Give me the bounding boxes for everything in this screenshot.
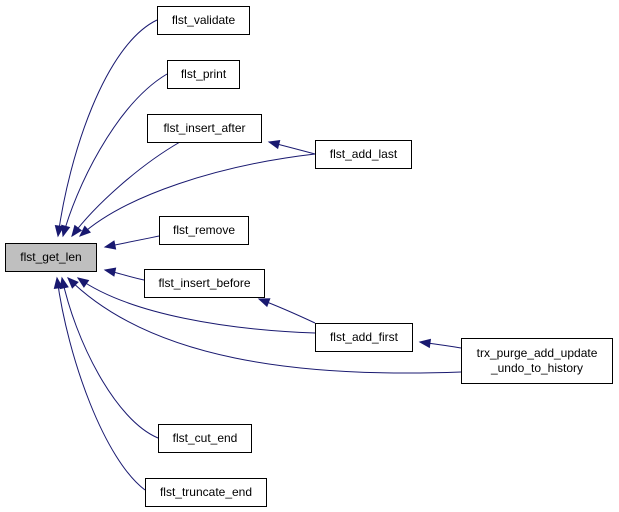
- node-box: [145, 478, 267, 507]
- node-label: _undo_to_history: [490, 361, 583, 375]
- node-insert_after[interactable]: flst_insert_after: [147, 114, 262, 143]
- edge-trx_purge-to-root: [67, 277, 462, 374]
- arrowhead: [67, 277, 79, 289]
- node-label: flst_validate: [172, 13, 236, 27]
- edge-trx_purge-to-add_first: [418, 338, 462, 349]
- node-label: flst_insert_after: [163, 121, 245, 135]
- node-label: flst_insert_before: [158, 276, 250, 290]
- arrowhead: [61, 224, 71, 238]
- node-label: flst_cut_end: [173, 431, 238, 445]
- edge-truncate_end-to-root: [53, 276, 146, 491]
- edge-insert_after-to-root: [71, 141, 181, 238]
- arrowhead: [267, 139, 281, 150]
- node-label: flst_add_first: [330, 330, 399, 344]
- node-box: [315, 140, 412, 169]
- edge-cut_end-to-root: [59, 276, 159, 439]
- node-box: [167, 60, 240, 89]
- node-label: flst_truncate_end: [160, 485, 252, 499]
- node-root[interactable]: flst_get_len: [5, 243, 97, 272]
- edge-insert_before-to-root: [103, 267, 145, 281]
- node-label: flst_print: [181, 67, 227, 81]
- node-add_first[interactable]: flst_add_first: [315, 323, 413, 352]
- node-box: [144, 269, 265, 298]
- node-truncate_end[interactable]: flst_truncate_end: [145, 478, 267, 507]
- arrowhead: [59, 276, 69, 290]
- arrowhead: [76, 277, 90, 288]
- node-cut_end[interactable]: flst_cut_end: [158, 424, 252, 453]
- arrowhead: [54, 224, 65, 238]
- arrowhead: [53, 276, 64, 290]
- node-box: [158, 424, 252, 453]
- node-label: flst_add_last: [330, 147, 398, 161]
- node-label: trx_purge_add_update: [477, 346, 598, 360]
- arrowhead: [103, 267, 117, 277]
- edge-add_last-to-insert_after: [267, 139, 316, 155]
- node-box: [5, 243, 97, 272]
- arrowhead: [78, 225, 91, 237]
- node-add_last[interactable]: flst_add_last: [315, 140, 412, 169]
- node-box: [159, 216, 249, 245]
- arrowhead: [71, 224, 83, 238]
- edge-add_first-to-insert_before: [257, 298, 316, 324]
- node-box: [147, 114, 262, 143]
- node-insert_before[interactable]: flst_insert_before: [144, 269, 265, 298]
- arrowhead: [103, 240, 117, 250]
- edge-validate-to-root: [54, 19, 158, 238]
- node-trx_purge[interactable]: trx_purge_add_update_undo_to_history: [461, 338, 613, 384]
- edges-layer: [53, 19, 462, 491]
- edge-remove-to-root: [103, 235, 160, 250]
- node-label: flst_get_len: [20, 250, 81, 264]
- node-box: [157, 6, 250, 35]
- nodes-layer: flst_get_len flst_validate flst_print flst_…: [5, 6, 613, 507]
- node-validate[interactable]: flst_validate: [157, 6, 250, 35]
- arrowhead: [257, 298, 271, 308]
- edge-add_last-to-root: [78, 153, 316, 237]
- node-box: [315, 323, 413, 352]
- node-remove[interactable]: flst_remove: [159, 216, 249, 245]
- arrowhead: [418, 338, 432, 349]
- node-box: [461, 338, 613, 384]
- edge-print-to-root: [61, 73, 168, 238]
- node-label: flst_remove: [173, 223, 235, 237]
- node-print[interactable]: flst_print: [167, 60, 240, 89]
- edge-add_first-to-root: [76, 277, 316, 334]
